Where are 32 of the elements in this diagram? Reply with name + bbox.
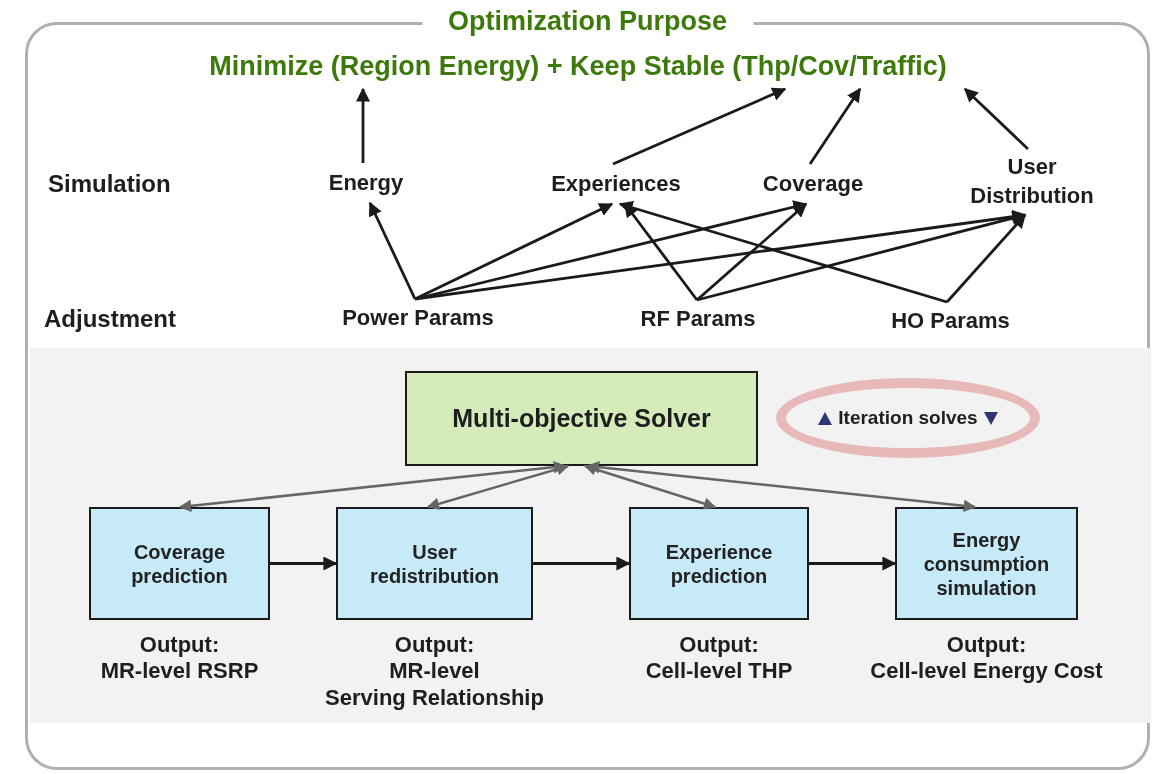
arrow (618, 200, 948, 304)
factor-text: HO Params (868, 302, 1033, 340)
arrow (583, 463, 717, 510)
arrow (612, 87, 787, 166)
output-caption: Output: Cell-level Energy Cost (869, 632, 1104, 685)
solver-band (30, 348, 1151, 723)
arrow (586, 460, 977, 513)
factor-text: Power Params (323, 299, 513, 337)
factor-text: RF Params (623, 300, 773, 338)
goal-text: Minimize (Region Energy) + Keep Stable (Thp/Cov/Traffic) (113, 43, 1043, 89)
row-label: Simulation (48, 170, 171, 198)
factor-text: Energy (308, 163, 424, 203)
factor-text: Experiences (533, 164, 699, 204)
solver-box: Multi-objective Solver (405, 371, 758, 466)
factor-text: User Distribution (948, 149, 1116, 215)
arrow (808, 87, 862, 165)
arrow (368, 201, 417, 300)
arrow (945, 213, 1027, 303)
arrow (533, 556, 631, 571)
factor-text: Coverage (743, 164, 883, 204)
row-label: Adjustment (44, 305, 176, 333)
arrow (696, 211, 1027, 302)
output-caption: Output: Cell-level THP (644, 632, 794, 685)
iteration-text: Iteration solves (838, 407, 978, 429)
arrow (809, 556, 897, 571)
output-caption: Output: MR-level Serving Relationship (324, 632, 545, 712)
arrow (356, 87, 370, 163)
iteration-ellipse (776, 378, 1040, 458)
arrow (426, 463, 570, 510)
arrow (270, 556, 338, 571)
arrow (964, 88, 1029, 150)
output-caption: Output: MR-level RSRP (99, 632, 260, 685)
